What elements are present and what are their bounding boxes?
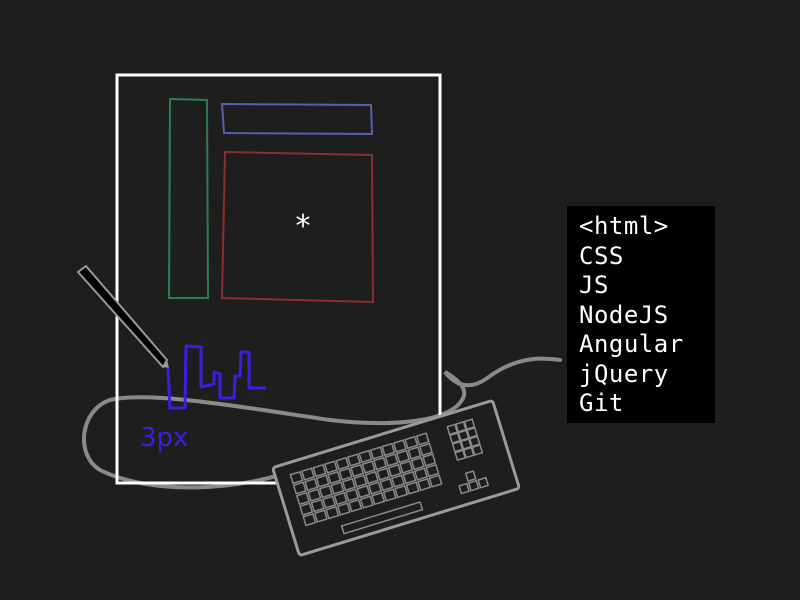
keyboard-key (353, 474, 368, 488)
keyboard-key (395, 449, 411, 464)
keyboard-key (387, 463, 402, 478)
keyboard-key (359, 495, 374, 509)
tech-stack-terminal: <html> CSS JS NodeJS Angular jQuery Git (567, 206, 715, 423)
terminal-line-css: CSS (579, 241, 624, 270)
keyboard-key (425, 463, 440, 478)
terminal-line-html: <html> (579, 212, 669, 240)
keyboard-key (327, 470, 342, 485)
keyboard-key (333, 491, 348, 506)
keyboard-key (361, 460, 376, 474)
keyboard-key (330, 481, 345, 495)
keyboard-key (289, 470, 304, 485)
keyboard-key (358, 449, 373, 464)
sidebar-wireframe (167, 97, 210, 299)
numpad-key (457, 429, 470, 442)
keyboard-key (404, 435, 419, 450)
keyboard-key (315, 474, 330, 488)
keyboard-key (394, 484, 409, 499)
numpad-key (448, 432, 461, 444)
keyboard-key (422, 453, 437, 467)
keyboard-key (382, 488, 397, 502)
keyboard-key (300, 467, 316, 481)
numpad-key (446, 423, 459, 436)
keyboard-key (417, 477, 432, 492)
numpad-key (471, 444, 484, 456)
keyboard-key (390, 474, 406, 488)
keyboard-key (381, 442, 396, 457)
terminal-line-js: JS (579, 271, 609, 299)
numpad-key (454, 420, 467, 433)
terminal-line-nodejs: NodeJS (579, 300, 669, 329)
keyboard-key (405, 481, 420, 495)
keyboard-key (307, 488, 322, 502)
terminal-line-jquery: jQuery (579, 359, 669, 388)
size-label: 3px (140, 423, 188, 453)
content-wireframe (220, 150, 375, 304)
keyboard-key (336, 502, 351, 516)
numpad-key (454, 449, 467, 462)
keyboard-key (318, 484, 333, 499)
numpad-key (463, 418, 476, 431)
keyboard-key (373, 456, 388, 471)
keyboard-key (292, 481, 307, 495)
keyboard-key (415, 432, 430, 446)
keyboard-key (413, 467, 428, 481)
keyboard-key (325, 505, 340, 520)
keyboard-key (341, 477, 356, 492)
keyboard-key (407, 446, 422, 460)
keyboard-key (384, 453, 399, 467)
keyboard-key (356, 484, 371, 499)
header-wireframe (220, 102, 374, 136)
keyboard-key (392, 439, 407, 453)
numpad-key (462, 446, 475, 459)
numpad-key (451, 440, 464, 453)
keyboard-key (322, 495, 337, 509)
terminal-line-git: Git (579, 389, 624, 417)
keyboard-key (335, 456, 350, 471)
keyboard-key (338, 467, 353, 481)
cursor-asterisk-icon: * (296, 209, 311, 244)
keyboard-key (304, 477, 319, 492)
keyboard-key (428, 474, 443, 488)
keyboard-key (376, 467, 391, 481)
numpad-key (460, 438, 473, 450)
keyboard-key (379, 477, 394, 492)
keyboard-key (312, 463, 327, 478)
numpad-key (468, 435, 481, 448)
keyboard-key (418, 442, 434, 457)
keyboard-icon (271, 399, 521, 557)
keyboard-key (371, 491, 386, 506)
keyboard-key (302, 512, 317, 527)
keyboard-key (367, 481, 383, 495)
keyboard-key (399, 460, 414, 474)
keyboard-key (313, 509, 328, 523)
keyboard-key (299, 502, 314, 516)
keyboard-key (410, 456, 425, 471)
pen-icon (77, 265, 169, 368)
keyboard-key (295, 491, 310, 506)
keyboard-key (364, 470, 379, 485)
numpad-key (466, 426, 479, 439)
keyboard-key (402, 470, 417, 485)
keyboard-key (310, 498, 325, 513)
keyboard-key (350, 463, 365, 478)
keyboard-key (346, 453, 361, 467)
terminal-line-angular: Angular (579, 330, 684, 358)
keyboard-key (323, 460, 338, 474)
cable (82, 356, 562, 490)
keyboard-key (369, 446, 384, 460)
keyboard-key (348, 498, 363, 513)
keyboard-key (345, 488, 360, 502)
handwriting-scribble (166, 344, 266, 410)
